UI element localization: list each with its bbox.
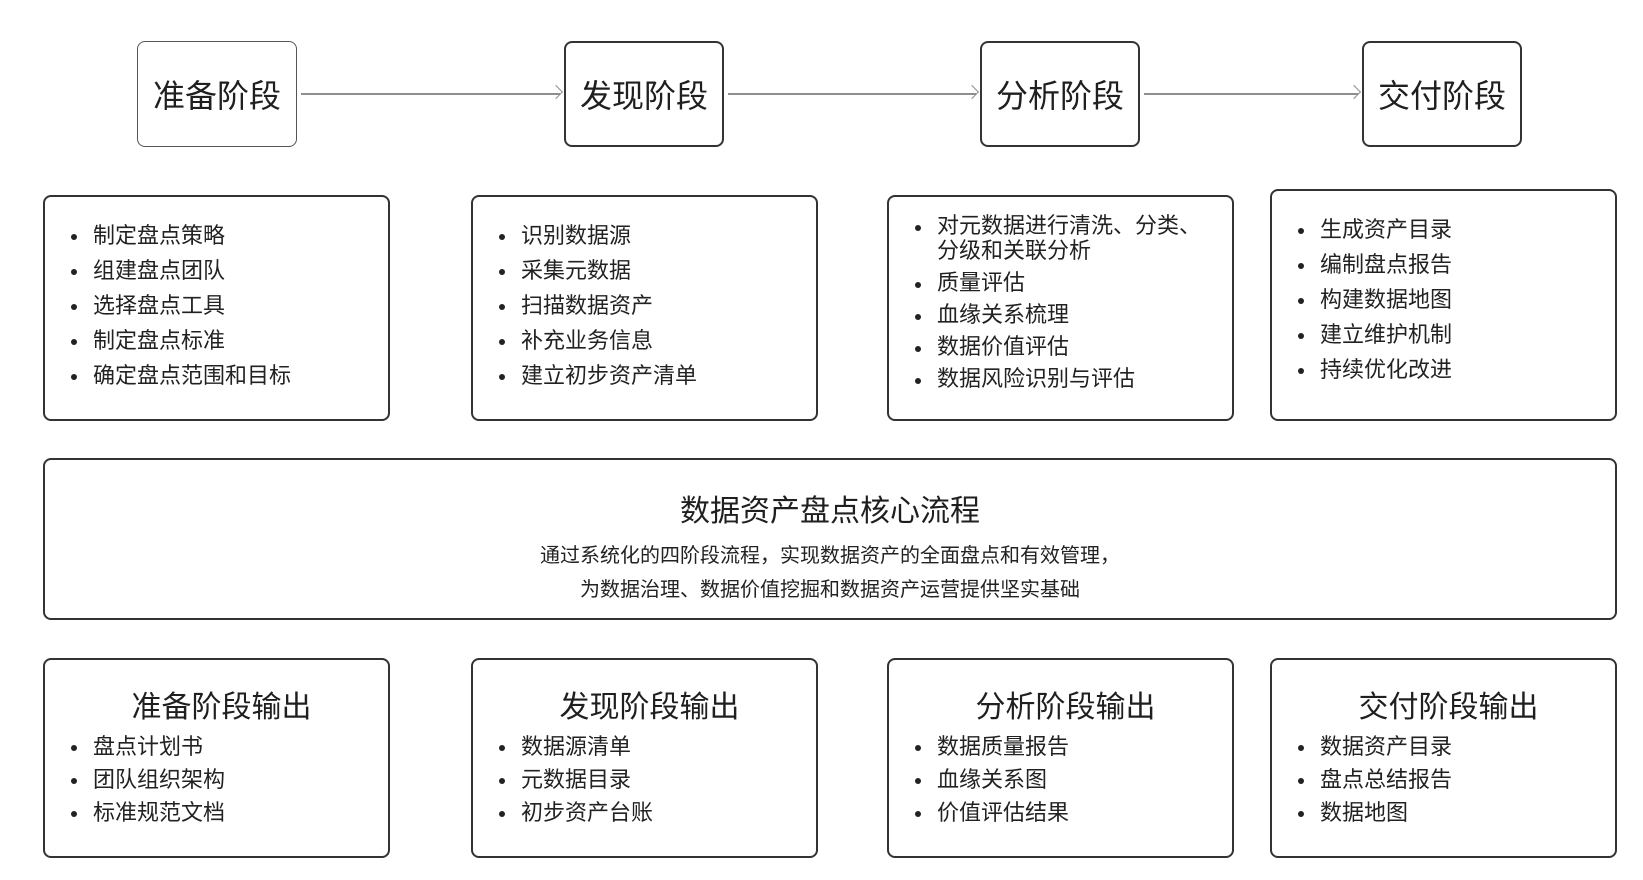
list-item: 编制盘点报告 bbox=[1294, 252, 1603, 280]
task-list: 对元数据进行清洗、分类、分级和关联分析 质量评估 血缘关系梳理 数据价值评估 数… bbox=[911, 214, 1220, 392]
output-title: 准备阶段输出 bbox=[131, 690, 312, 725]
output-delivery: 交付阶段输出 数据资产目录 盘点总结报告 数据地图 bbox=[1270, 658, 1617, 858]
tasks-discovery: 识别数据源 采集元数据 扫描数据资产 补充业务信息 建立初步资产清单 bbox=[471, 195, 818, 421]
task-list: 制定盘点策略 组建盘点团队 选择盘点工具 制定盘点标准 确定盘点范围和目标 bbox=[67, 223, 376, 391]
list-item: 元数据目录 bbox=[495, 767, 804, 795]
list-item: 质量评估 bbox=[911, 271, 1220, 296]
flow-arrow-3 bbox=[1144, 84, 1362, 100]
stage-analysis: 分析阶段 bbox=[980, 41, 1140, 147]
list-item: 建立维护机制 bbox=[1294, 322, 1603, 350]
output-list: 盘点计划书 团队组织架构 标准规范文档 bbox=[67, 734, 376, 828]
list-item: 团队组织架构 bbox=[67, 767, 376, 795]
core-title: 数据资产盘点核心流程 bbox=[680, 494, 980, 529]
list-item: 数据质量报告 bbox=[911, 734, 1220, 762]
output-list: 数据资产目录 盘点总结报告 数据地图 bbox=[1294, 734, 1603, 828]
stage-label: 发现阶段 bbox=[579, 77, 708, 115]
list-item: 制定盘点策略 bbox=[67, 223, 376, 251]
tasks-preparation: 制定盘点策略 组建盘点团队 选择盘点工具 制定盘点标准 确定盘点范围和目标 bbox=[43, 195, 390, 421]
arrow-head-icon bbox=[548, 84, 564, 100]
flow-arrow-2 bbox=[728, 84, 980, 100]
tasks-analysis: 对元数据进行清洗、分类、分级和关联分析 质量评估 血缘关系梳理 数据价值评估 数… bbox=[887, 195, 1234, 421]
list-item: 血缘关系图 bbox=[911, 767, 1220, 795]
stage-label: 分析阶段 bbox=[995, 77, 1124, 115]
stage-label: 交付阶段 bbox=[1377, 77, 1506, 115]
list-item: 选择盘点工具 bbox=[67, 293, 376, 321]
list-item: 盘点计划书 bbox=[67, 734, 376, 762]
list-item: 价值评估结果 bbox=[911, 800, 1220, 828]
list-item: 持续优化改进 bbox=[1294, 357, 1603, 385]
stage-delivery: 交付阶段 bbox=[1362, 41, 1522, 147]
list-item: 数据价值评估 bbox=[911, 335, 1220, 360]
task-list: 生成资产目录 编制盘点报告 构建数据地图 建立维护机制 持续优化改进 bbox=[1294, 217, 1603, 385]
list-item: 数据风险识别与评估 bbox=[911, 367, 1220, 392]
arrow-head-icon bbox=[964, 84, 980, 100]
output-list: 数据质量报告 血缘关系图 价值评估结果 bbox=[911, 734, 1220, 828]
list-item: 血缘关系梳理 bbox=[911, 303, 1220, 328]
list-item: 生成资产目录 bbox=[1294, 217, 1603, 245]
output-list: 数据源清单 元数据目录 初步资产台账 bbox=[495, 734, 804, 828]
output-title: 交付阶段输出 bbox=[1358, 690, 1539, 725]
list-item: 构建数据地图 bbox=[1294, 287, 1603, 315]
core-description-line-1: 通过系统化的四阶段流程，实现数据资产的全面盘点和有效管理， bbox=[540, 543, 1120, 567]
list-item: 补充业务信息 bbox=[495, 328, 804, 356]
output-analysis: 分析阶段输出 数据质量报告 血缘关系图 价值评估结果 bbox=[887, 658, 1234, 858]
list-item: 确定盘点范围和目标 bbox=[67, 363, 376, 391]
list-item: 数据地图 bbox=[1294, 800, 1603, 828]
list-item: 初步资产台账 bbox=[495, 800, 804, 828]
list-item: 建立初步资产清单 bbox=[495, 363, 804, 391]
list-item: 制定盘点标准 bbox=[67, 328, 376, 356]
list-item: 组建盘点团队 bbox=[67, 258, 376, 286]
core-process-box: 数据资产盘点核心流程 通过系统化的四阶段流程，实现数据资产的全面盘点和有效管理，… bbox=[43, 458, 1617, 620]
output-discovery: 发现阶段输出 数据源清单 元数据目录 初步资产台账 bbox=[471, 658, 818, 858]
list-item: 扫描数据资产 bbox=[495, 293, 804, 321]
list-item: 标准规范文档 bbox=[67, 800, 376, 828]
stage-discovery: 发现阶段 bbox=[564, 41, 724, 147]
task-list: 识别数据源 采集元数据 扫描数据资产 补充业务信息 建立初步资产清单 bbox=[495, 223, 804, 391]
list-item: 对元数据进行清洗、分类、分级和关联分析 bbox=[911, 214, 1220, 264]
output-preparation: 准备阶段输出 盘点计划书 团队组织架构 标准规范文档 bbox=[43, 658, 390, 858]
tasks-delivery: 生成资产目录 编制盘点报告 构建数据地图 建立维护机制 持续优化改进 bbox=[1270, 189, 1617, 421]
core-description-line-2: 为数据治理、数据价值挖掘和数据资产运营提供坚实基础 bbox=[580, 577, 1080, 601]
arrow-head-icon bbox=[1346, 84, 1362, 100]
output-title: 发现阶段输出 bbox=[559, 690, 740, 725]
list-item: 数据资产目录 bbox=[1294, 734, 1603, 762]
list-item: 数据源清单 bbox=[495, 734, 804, 762]
list-item: 识别数据源 bbox=[495, 223, 804, 251]
flow-arrow-1 bbox=[301, 84, 564, 100]
output-title: 分析阶段输出 bbox=[975, 690, 1156, 725]
list-item: 盘点总结报告 bbox=[1294, 767, 1603, 795]
stage-label: 准备阶段 bbox=[152, 77, 281, 115]
stage-preparation: 准备阶段 bbox=[137, 41, 297, 147]
list-item: 采集元数据 bbox=[495, 258, 804, 286]
